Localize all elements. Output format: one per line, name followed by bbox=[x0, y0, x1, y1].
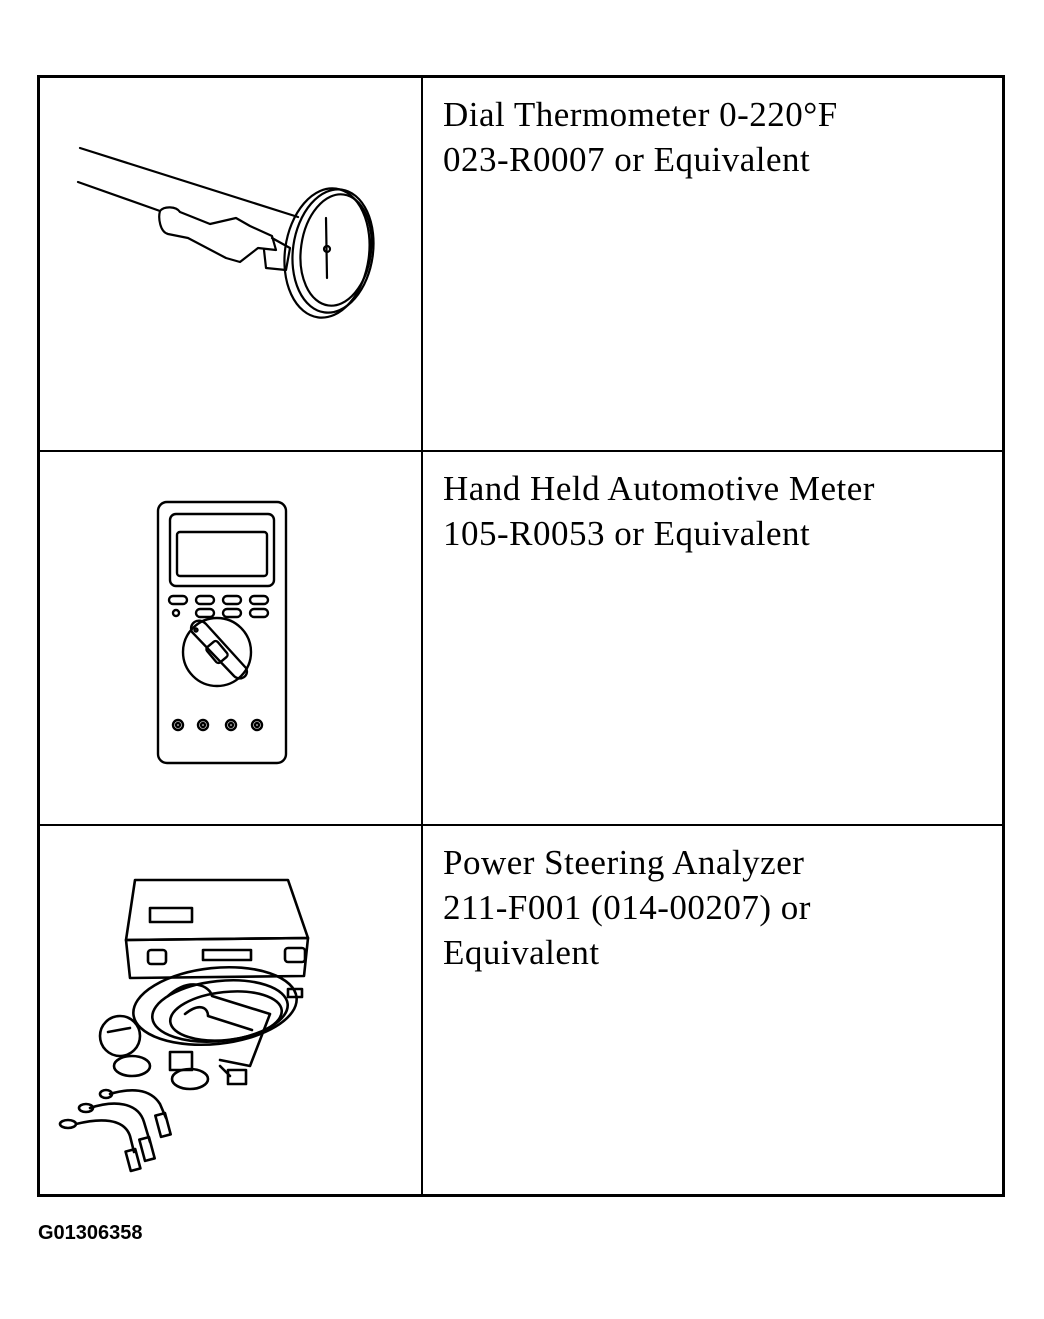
power-steering-analyzer-icon bbox=[58, 878, 310, 1173]
tool-name: Dial Thermometer 0-220°F bbox=[443, 95, 838, 134]
tool-name: Hand Held Automotive Meter bbox=[443, 469, 875, 508]
tool-description-cell: Power Steering Analyzer 211-F001 (014-00… bbox=[423, 826, 1002, 1194]
special-tools-table: Dial Thermometer 0-220°F 023-R0007 or Eq… bbox=[37, 75, 1005, 1197]
dial-thermometer-icon bbox=[76, 146, 375, 319]
tool-part-number-continued: Equivalent bbox=[443, 933, 600, 972]
illustration-cell bbox=[40, 826, 423, 1194]
multimeter-icon bbox=[156, 500, 288, 765]
tool-part-number: 023-R0007 or Equivalent bbox=[443, 140, 811, 179]
tool-part-number: 105-R0053 or Equivalent bbox=[443, 514, 811, 553]
figure-id: G01306358 bbox=[38, 1222, 143, 1244]
tool-description-cell: Dial Thermometer 0-220°F 023-R0007 or Eq… bbox=[423, 78, 1002, 452]
illustration-cell bbox=[40, 78, 423, 452]
illustration-cell bbox=[40, 452, 423, 826]
tool-name: Power Steering Analyzer bbox=[443, 843, 805, 882]
tool-description-cell: Hand Held Automotive Meter 105-R0053 or … bbox=[423, 452, 1002, 826]
tool-part-number: 211-F001 (014-00207) or bbox=[443, 888, 811, 927]
